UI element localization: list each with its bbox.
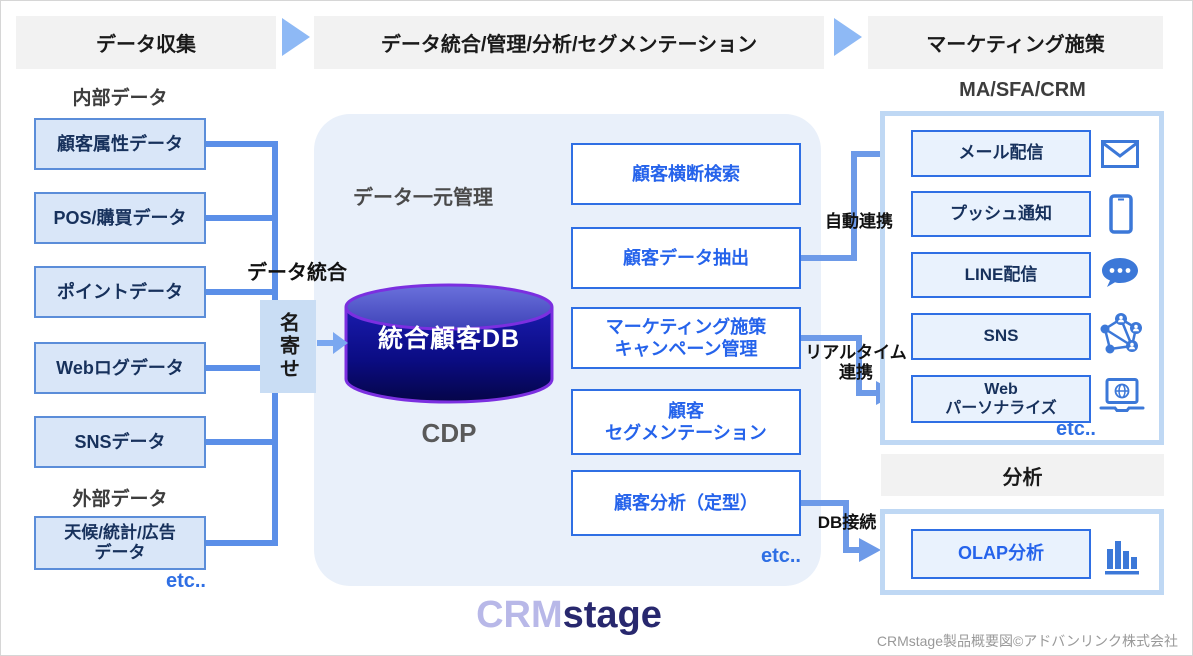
laptop-icon	[1099, 378, 1145, 419]
source-box-external: 天候/統計/広告 データ	[34, 516, 206, 570]
flow-arrow-icon	[834, 18, 862, 56]
functions-etc-label: etc..	[760, 545, 801, 567]
source-box-pos: POS/購買データ	[34, 192, 206, 244]
crmstage-logo: CRMstage	[414, 594, 724, 637]
connector-line	[206, 141, 276, 147]
logo-part-crm: CRM	[476, 594, 563, 636]
sources-etc-label: etc..	[165, 570, 206, 592]
function-box-campaign: マーケティング施策 キャンペーン管理	[571, 307, 801, 369]
source-box-weblog: Webログデータ	[34, 342, 206, 394]
connector-realtime-line	[856, 390, 878, 396]
logo-part-stage: stage	[562, 594, 662, 636]
flow-step-integration: データ統合/管理/分析/セグメンテーション	[314, 16, 824, 69]
ma-sfa-crm-label: MA/SFA/CRM	[959, 79, 1086, 101]
analysis-header: 分析	[881, 454, 1164, 496]
connector-auto-line	[851, 151, 857, 261]
internal-data-label: 内部データ	[72, 88, 168, 109]
flow-step-marketing: マーケティング施策	[868, 16, 1163, 69]
connector-auto-line	[801, 255, 857, 261]
bar-chart-icon	[1103, 535, 1143, 582]
unified-db-cylinder: 統合顧客DB	[343, 282, 555, 406]
db-link-label: DB接続	[817, 513, 877, 532]
flow-step-label: データ統合/管理/分析/セグメンテーション	[380, 34, 758, 56]
flow-step-label: マーケティング施策	[926, 34, 1105, 56]
channel-box-web-personalize: Web パーソナライズ	[911, 375, 1091, 423]
chat-icon	[1101, 257, 1139, 294]
smartphone-icon	[1109, 194, 1133, 239]
connector-db-line	[843, 547, 861, 553]
connector-line	[206, 540, 276, 546]
merge-arrow-icon	[333, 332, 348, 354]
connector-db-line	[843, 500, 849, 552]
olap-box: OLAP分析	[911, 529, 1091, 579]
connector-line	[206, 215, 276, 221]
function-box-segmentation: 顧客 セグメンテーション	[571, 389, 801, 455]
function-box-data-extract: 顧客データ抽出	[571, 227, 801, 289]
connector-realtime-line	[801, 335, 862, 341]
mail-icon	[1101, 140, 1139, 173]
function-box-analysis: 顧客分析（定型）	[571, 470, 801, 536]
source-box-customer-attribute: 顧客属性データ	[34, 118, 206, 170]
unified-db-label: 統合顧客DB	[377, 325, 521, 353]
connector-line	[206, 289, 276, 295]
footer-credit: CRMstage製品概要図©アドバンリンク株式会社	[876, 633, 1178, 649]
auto-link-label: 自動連携	[825, 212, 893, 231]
channel-box-line: LINE配信	[911, 252, 1091, 298]
channel-box-sns: SNS	[911, 313, 1091, 360]
merge-box: 名寄せ	[260, 300, 316, 393]
connector-line	[206, 365, 276, 371]
source-box-point: ポイントデータ	[34, 266, 206, 318]
connector-realtime-line	[856, 335, 862, 393]
database-cylinder-icon	[344, 283, 554, 404]
channel-box-mail: メール配信	[911, 130, 1091, 177]
channel-box-push: プッシュ通知	[911, 191, 1091, 237]
analysis-header-label: 分析	[1002, 466, 1043, 489]
flow-arrow-icon	[282, 18, 310, 56]
connector-db-arrow-icon	[859, 538, 881, 562]
external-data-label: 外部データ	[72, 489, 168, 510]
network-icon	[1099, 312, 1143, 361]
realtime-link-label: リアルタイム 連携	[805, 343, 907, 382]
connector-db-line	[801, 500, 849, 506]
channels-etc-label: etc..	[1055, 418, 1096, 440]
function-box-cross-search: 顧客横断検索	[571, 143, 801, 205]
connector-line	[206, 439, 276, 445]
integration-label: データ統合	[247, 262, 347, 284]
cdp-label: CDP	[421, 418, 477, 448]
source-box-sns: SNSデータ	[34, 416, 206, 468]
merge-arrow-line	[317, 340, 334, 346]
flow-step-collection: データ収集	[16, 16, 276, 69]
panel-title: データ一元管理	[353, 187, 493, 209]
flow-step-label: データ収集	[96, 34, 196, 56]
connector-auto-line	[851, 151, 881, 157]
